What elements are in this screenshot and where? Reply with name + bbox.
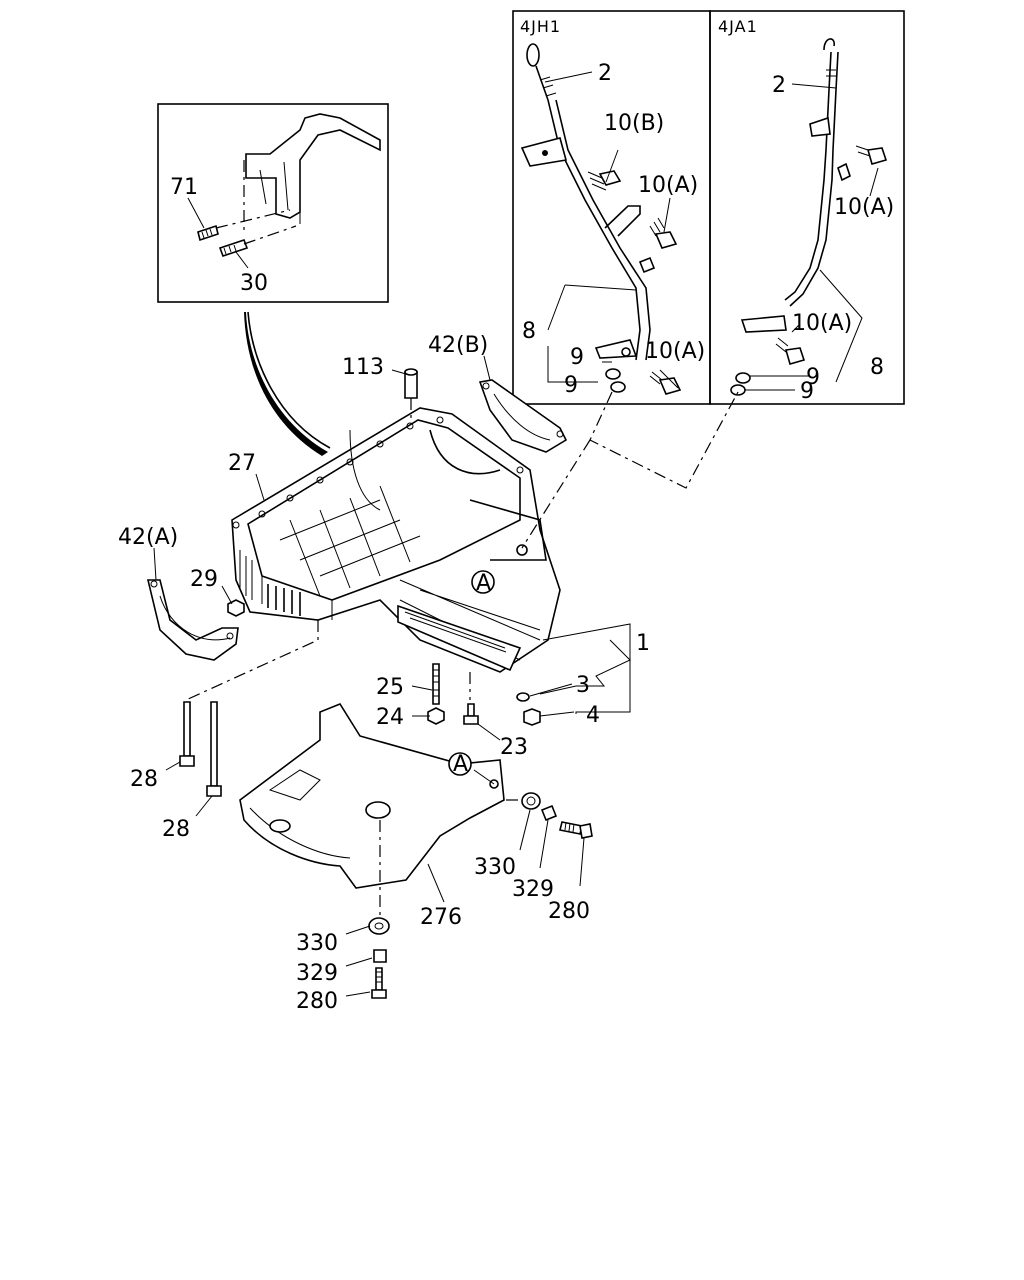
- leaders-4jh1: [544, 71, 679, 389]
- stud-71-drawing: [197, 224, 219, 242]
- callout-nut-24: 24: [376, 705, 404, 730]
- callout-bolt-280-right: 280: [548, 899, 590, 924]
- callout-stud-25: 25: [376, 675, 404, 700]
- callout-cap-42b: 42(B): [428, 333, 488, 358]
- guard-276-drawing: [239, 703, 505, 920]
- bolt-10a-4ja1-lower-drawing: [775, 337, 806, 365]
- marker-a-guard-circle: [448, 752, 472, 776]
- bolt-10a-4jh1-upper-drawing: [649, 217, 678, 249]
- orings-4ja1-drawing: [730, 372, 751, 396]
- callout-cap-42a: 42(A): [118, 525, 178, 550]
- orings-4jh1-drawing: [605, 368, 626, 393]
- nut-29-drawing: [227, 599, 245, 617]
- variant-panel: 4JH1 4JA1: [512, 10, 905, 405]
- leaders-4ja1: [745, 83, 879, 391]
- cap-42b-drawing: [478, 379, 568, 453]
- rubber-330-right-drawing: [521, 792, 541, 810]
- inset-box: [157, 103, 389, 303]
- inset-pointer-arrow: [244, 312, 328, 456]
- callout-oring-9-4jh1-a: 9: [570, 345, 584, 370]
- callout-rubber-330-bottom: 330: [296, 931, 338, 956]
- bolt-23-drawing: [463, 672, 479, 725]
- callout-stud-71: 71: [170, 175, 198, 200]
- nut-24-drawing: [427, 707, 445, 725]
- marker-a-pan-circle: [471, 570, 495, 594]
- callout-oil-pan-27: 27: [228, 451, 256, 476]
- callout-collar-329-right: 329: [512, 877, 554, 902]
- dipstick-4ja1-drawing: [740, 38, 851, 333]
- callout-bolt-280-bottom: 280: [296, 989, 338, 1014]
- callout-collar-329-bottom: 329: [296, 961, 338, 986]
- callout-labels: 2 10(B) 10(A) 8 9 9 10(A) 2 10(A) 10(A) …: [118, 61, 894, 1014]
- callout-guide-8-4ja1: 8: [870, 355, 884, 380]
- plug-113-drawing: [404, 368, 418, 420]
- washer-3-drawing: [516, 692, 530, 702]
- callout-plug-4: 4: [586, 703, 600, 728]
- stud-25-drawing: [432, 663, 440, 705]
- callout-oring-9-4jh1-b: 9: [564, 373, 578, 398]
- bolt-280-bottom-drawing: [371, 967, 387, 999]
- callout-oring-9-4ja1-b: 9: [800, 379, 814, 404]
- callout-bolt-10a-4jh1-upper: 10(A): [638, 173, 698, 198]
- bolt-28-short-drawing: [179, 701, 195, 767]
- variant-label-4ja1: 4JA1: [718, 17, 758, 36]
- callout-stud-30: 30: [240, 271, 268, 296]
- callout-dipstick-4jh1: 2: [598, 61, 612, 86]
- callout-bolt-10a-4ja1-upper: 10(A): [834, 195, 894, 220]
- callout-bolt-10b: 10(B): [604, 111, 664, 136]
- oil-pan-drawing: [231, 407, 561, 673]
- marker-a-pan: A: [476, 571, 491, 596]
- callout-bolt-10a-4jh1-lower: 10(A): [645, 339, 705, 364]
- bolt-280-right-drawing: [559, 821, 593, 839]
- callout-plug-113: 113: [342, 355, 384, 380]
- variant-box-4ja1: [709, 10, 905, 405]
- callout-washer-3: 3: [576, 673, 590, 698]
- rubber-330-bottom-drawing: [368, 917, 390, 935]
- plug-4-drawing: [523, 708, 541, 726]
- bolt-28-long-drawing: [206, 701, 222, 797]
- collar-329-bottom-drawing: [373, 949, 387, 963]
- callout-bolt-28-short: 28: [130, 767, 158, 792]
- callout-guide-8-4jh1: 8: [522, 319, 536, 344]
- callout-guard-276: 276: [420, 905, 462, 930]
- callout-dipstick-4ja1: 2: [772, 73, 786, 98]
- dipstick-4jh1-drawing: [520, 43, 656, 361]
- stud-30-drawing: [218, 238, 249, 258]
- callout-bolt-10a-4ja1-lower: 10(A): [792, 311, 852, 336]
- leader-lines: [153, 355, 739, 997]
- cap-42a-drawing: [146, 579, 239, 661]
- collar-329-right-drawing: [540, 804, 558, 822]
- bolt-10a-4ja1-upper-drawing: [855, 145, 888, 165]
- callout-oring-9-4ja1-a: 9: [806, 365, 820, 390]
- bolt-10b-drawing: [587, 170, 622, 191]
- variant-label-4jh1: 4JH1: [520, 17, 561, 36]
- callout-bolt-28-long: 28: [162, 817, 190, 842]
- callout-bolt-23: 23: [500, 735, 528, 760]
- callout-nut-29: 29: [190, 567, 218, 592]
- callout-rubber-330-right: 330: [474, 855, 516, 880]
- callout-drain-plug-1: 1: [636, 631, 650, 656]
- marker-a-guard: A: [453, 752, 468, 777]
